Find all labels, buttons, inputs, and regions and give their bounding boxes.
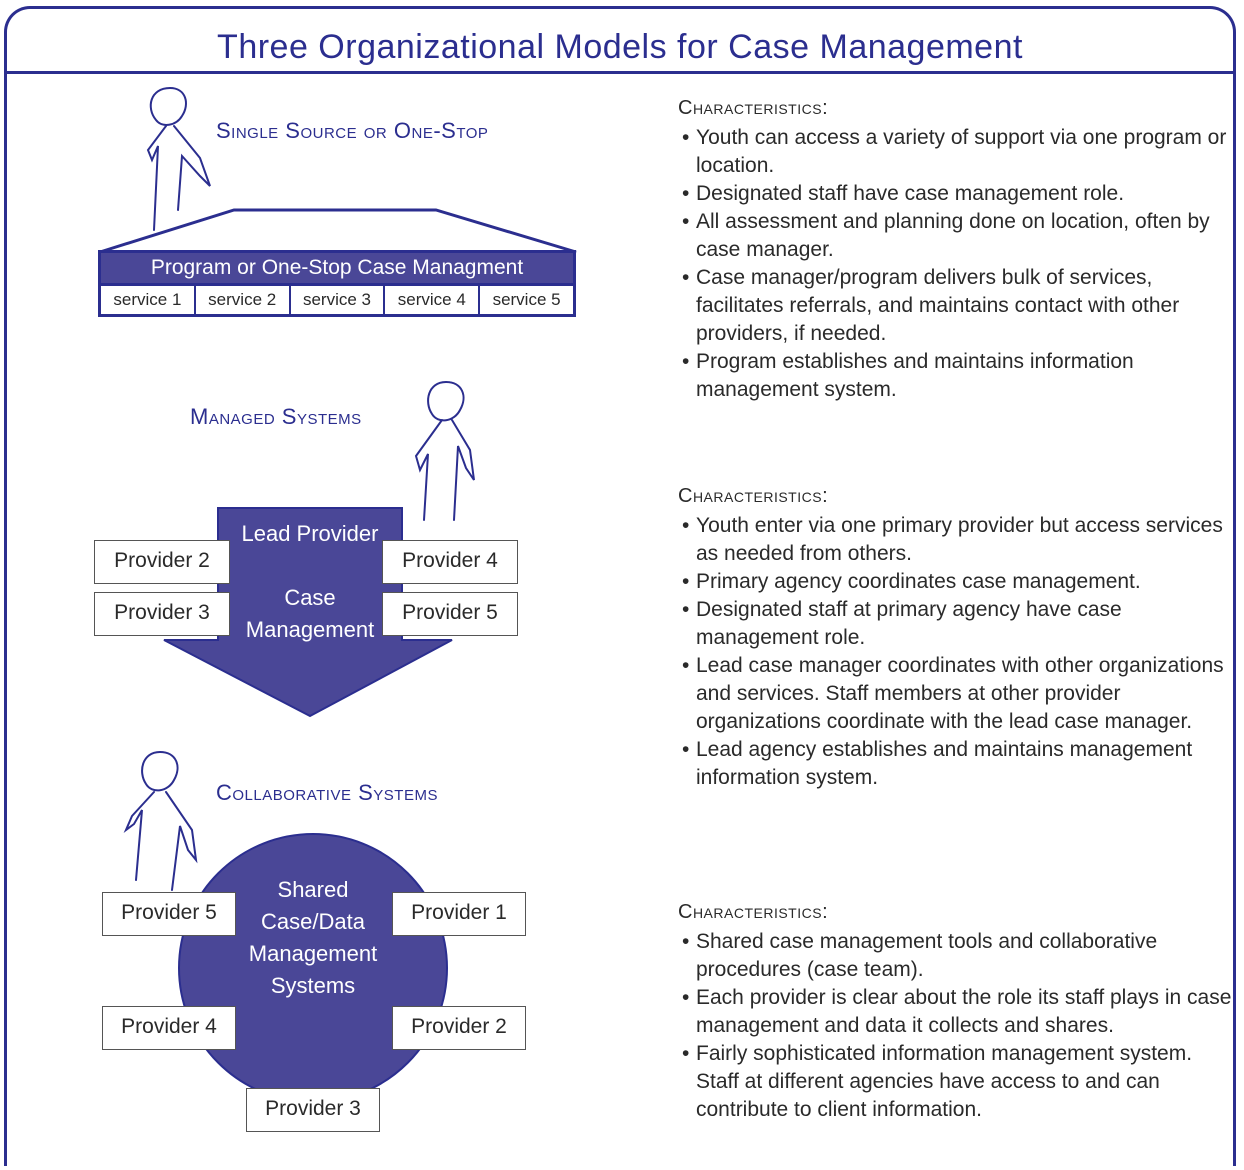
provider-box: Provider 3: [94, 592, 230, 636]
characteristics-heading: Characteristics:: [678, 485, 829, 507]
one-stop-services-table: Program or One-Stop Case Managment servi…: [98, 250, 576, 317]
characteristic-item: All assessment and planning done on loca…: [678, 208, 1238, 264]
characteristic-item: Lead agency establishes and maintains ma…: [678, 736, 1238, 792]
characteristics-heading: Characteristics:: [678, 97, 829, 119]
provider-box: Provider 2: [94, 540, 230, 584]
characteristic-item: Each provider is clear about the role it…: [678, 984, 1238, 1040]
case-data-label: Case/Data: [261, 909, 365, 934]
characteristic-item: Youth can access a variety of support vi…: [678, 124, 1238, 180]
characteristic-item: Program establishes and maintains inform…: [678, 348, 1238, 404]
characteristics-one-stop: Characteristics: Youth can access a vari…: [678, 94, 1238, 404]
provider-box: Provider 1: [392, 892, 526, 936]
systems-label: Systems: [270, 973, 356, 998]
service-cell: service 5: [492, 290, 561, 309]
provider-box: Provider 5: [102, 892, 236, 936]
heading-managed-systems: Managed Systems: [190, 404, 362, 429]
characteristic-item: Lead case manager coordinates with other…: [678, 652, 1238, 736]
service-cell: service 2: [196, 286, 291, 314]
service-cell: service 4: [385, 286, 481, 314]
heading-collaborative-systems: Collaborative Systems: [216, 780, 438, 805]
characteristic-item: Shared case management tools and collabo…: [678, 928, 1238, 984]
provider-box: Provider 2: [392, 1006, 526, 1050]
one-stop-roof: [99, 208, 577, 254]
one-stop-banner: Program or One-Stop Case Managment: [101, 253, 573, 286]
title-bar: Three Organizational Models for Case Man…: [4, 6, 1236, 74]
management-label: Management: [248, 941, 378, 966]
characteristics-collaborative: Characteristics: Shared case management …: [678, 898, 1238, 1124]
service-cell: service 1: [101, 286, 196, 314]
lead-provider-arrow: [163, 507, 453, 718]
characteristics-managed: Characteristics: Youth enter via one pri…: [678, 482, 1238, 792]
person-icon-collaborative: [123, 750, 198, 891]
characteristics-heading: Characteristics:: [678, 901, 829, 923]
shared-label: Shared: [277, 877, 349, 902]
lead-provider-label: Lead Provider: [241, 521, 379, 546]
provider-box: Provider 3: [246, 1088, 380, 1132]
management-label: Management: [245, 617, 375, 642]
services-row: service 1 service 2 service 3 service 4 …: [101, 286, 573, 314]
heading-single-source: Single Source or One-Stop: [216, 118, 489, 143]
provider-box: Provider 4: [102, 1006, 236, 1050]
page-title: Three Organizational Models for Case Man…: [217, 28, 1023, 66]
person-icon-one-stop: [146, 86, 211, 231]
characteristic-item: Designated staff at primary agency have …: [678, 596, 1238, 652]
service-cell: service 3: [291, 286, 386, 314]
provider-box: Provider 4: [382, 540, 518, 584]
characteristic-item: Case manager/program delivers bulk of se…: [678, 264, 1238, 348]
provider-box: Provider 5: [382, 592, 518, 636]
person-icon-managed: [414, 380, 475, 521]
characteristic-item: Primary agency coordinates case manageme…: [678, 568, 1238, 596]
characteristic-item: Fairly sophisticated information managem…: [678, 1040, 1238, 1124]
characteristic-item: Youth enter via one primary provider but…: [678, 512, 1238, 568]
characteristic-item: Designated staff have case management ro…: [678, 180, 1238, 208]
case-label: Case: [284, 585, 336, 610]
